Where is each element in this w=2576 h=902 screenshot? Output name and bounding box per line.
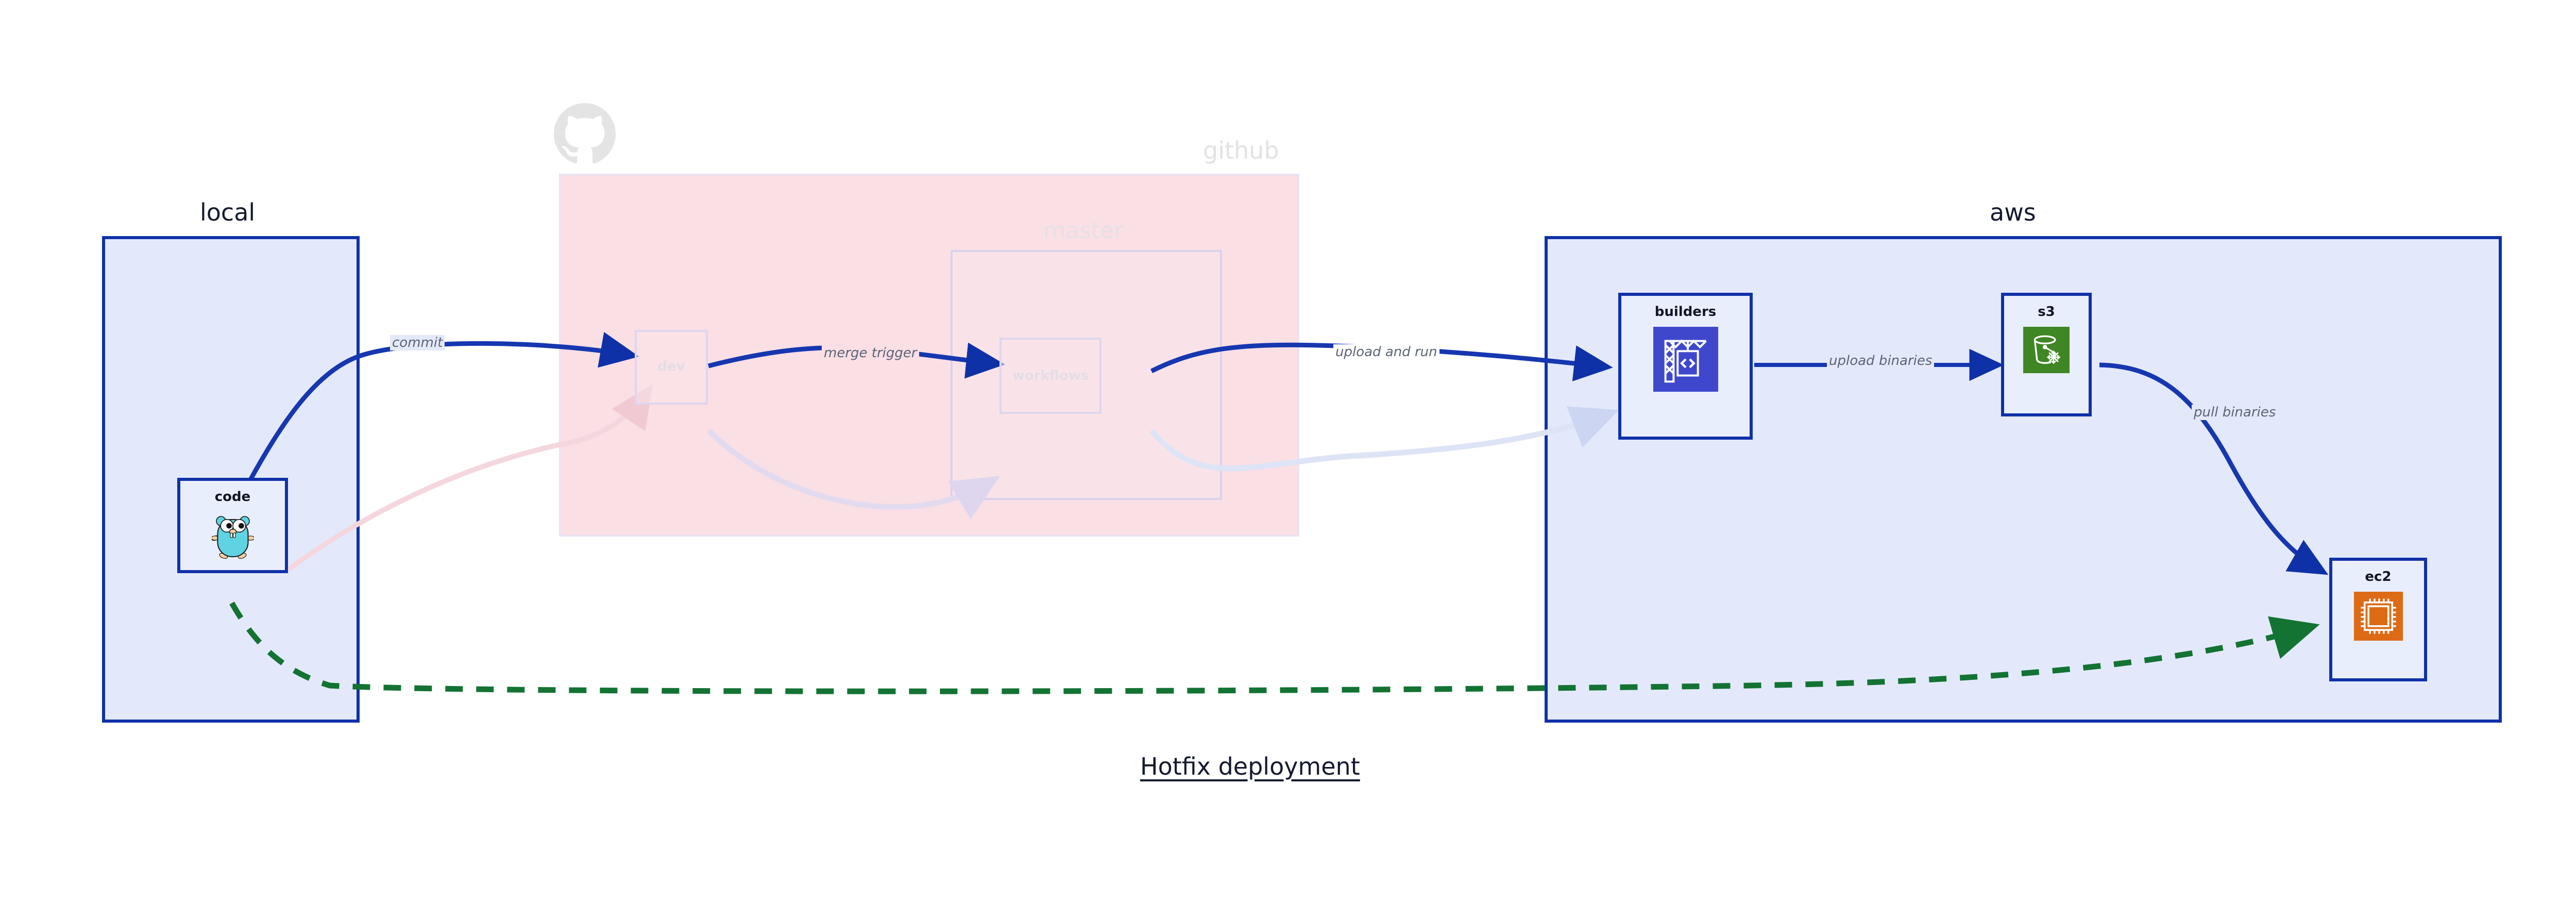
edge-label-commit: commit [390, 335, 445, 350]
node-builders-label: builders [1654, 304, 1717, 320]
node-s3[interactable]: s3 [2001, 293, 2092, 416]
cluster-master-title: master [1043, 218, 1124, 244]
go-gopher-icon [211, 512, 254, 559]
node-dev-label: dev [657, 359, 685, 374]
node-dev[interactable]: dev [635, 330, 708, 405]
edge-label-upload-binaries: upload binaries [1827, 353, 1935, 369]
aws-codebuild-crane-icon [1653, 327, 1718, 392]
cluster-local-title: local [200, 198, 256, 226]
node-s3-label: s3 [2038, 304, 2055, 320]
node-builders[interactable]: builders [1618, 293, 1753, 440]
node-workflows[interactable]: workflows [999, 338, 1101, 414]
node-workflows-label: workflows [1012, 368, 1089, 383]
figure-title: Hotfix deployment [1140, 753, 1360, 780]
node-ec2-label: ec2 [2365, 569, 2392, 584]
edge-label-pull-binaries: pull binaries [2192, 405, 2278, 420]
edge-label-upload-and-run: upload and run [1333, 344, 1439, 360]
edge-label-merge-trigger: merge trigger [822, 345, 919, 361]
aws-s3-glacier-bucket-icon [2023, 327, 2070, 373]
node-code-label: code [214, 489, 251, 505]
cluster-github-title: github [1203, 137, 1279, 164]
node-code[interactable]: code [177, 478, 288, 573]
node-ec2[interactable]: ec2 [2329, 558, 2427, 681]
aws-ec2-cpu-icon [2353, 592, 2403, 641]
github-octocat-icon [554, 98, 616, 170]
cluster-aws-title: aws [1990, 198, 2036, 226]
